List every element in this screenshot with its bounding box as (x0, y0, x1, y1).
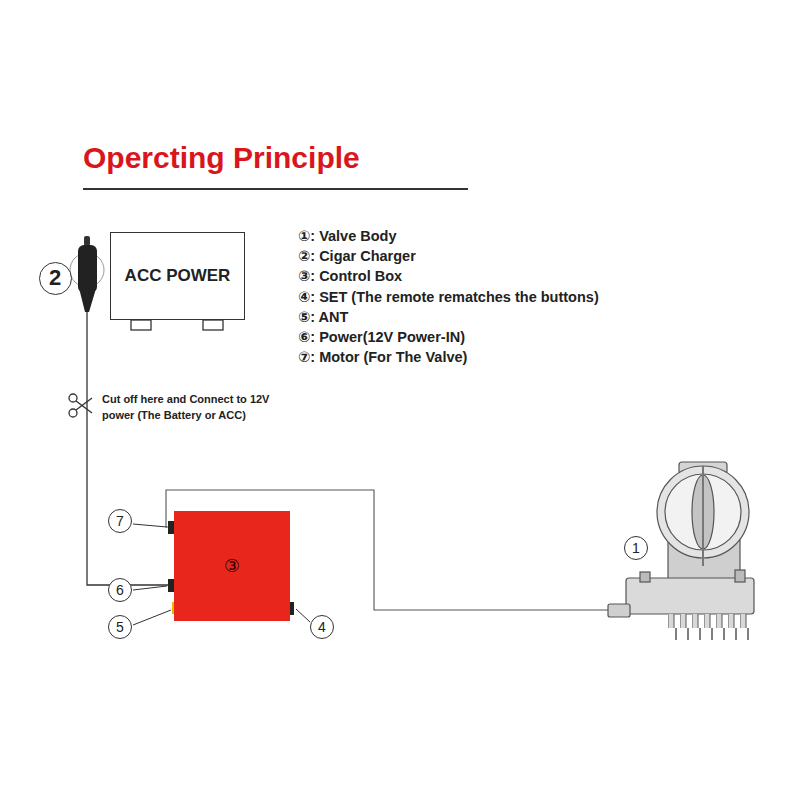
valve-pins (676, 628, 748, 640)
valve-body (608, 462, 754, 628)
legend-item: ①: Valve Body (298, 228, 397, 244)
callout-number: 6 (108, 578, 132, 602)
callout-number: 1 (624, 536, 648, 560)
valve-pins (735, 628, 737, 640)
control-box: ③ (174, 511, 290, 621)
scissors-icon (76, 398, 92, 410)
cigar-plug (78, 245, 97, 293)
valve-body (608, 604, 630, 617)
valve-pins (675, 628, 677, 640)
leader-lines (133, 524, 167, 527)
callout-number: 4 (310, 615, 334, 639)
leader-lines (296, 609, 310, 622)
valve-pins (711, 628, 713, 640)
acc-tabs (131, 320, 223, 330)
legend-item: ⑥: Power(12V Power-IN) (298, 329, 465, 345)
valve-pins (723, 628, 725, 640)
legend-item: ⑦: Motor (For The Valve) (298, 349, 467, 365)
node-label: ③ (224, 555, 240, 577)
cigar-plug (70, 236, 104, 312)
valve-body (668, 614, 752, 628)
scissors-icon (69, 394, 92, 417)
valve-body (735, 570, 745, 582)
legend-item: ⑤: ANT (298, 309, 348, 325)
valve-pins (687, 628, 689, 640)
legend-item: ③: Control Box (298, 268, 402, 284)
title-underline (83, 188, 468, 190)
acc-tabs (131, 320, 151, 330)
leader-lines (133, 610, 171, 625)
power-box: ACC POWER (110, 232, 245, 320)
callout-number: 5 (108, 615, 132, 639)
valve-body (702, 466, 704, 566)
scissors-icon (76, 401, 92, 413)
scissors-icon (69, 394, 77, 402)
valve-body (640, 572, 650, 582)
valve-body (626, 578, 754, 614)
power-wire (87, 312, 172, 585)
title: Opercting Principle (83, 141, 360, 175)
scissors-icon (69, 409, 77, 417)
valve-pins (699, 628, 701, 640)
callout-number: 7 (108, 509, 132, 533)
valve-pins (747, 628, 749, 640)
note-text: Cut off here and Connect to 12V power (T… (102, 391, 278, 423)
acc-tabs (203, 320, 223, 330)
cigar-plug (84, 236, 90, 246)
node-label: ACC POWER (125, 266, 231, 286)
callout-number: 2 (39, 262, 72, 295)
leader-lines (133, 586, 167, 590)
cigar-plug (80, 292, 95, 312)
legend-item: ④: SET (The remote rematches the buttons… (298, 289, 599, 305)
legend-item: ②: Cigar Charger (298, 248, 416, 264)
